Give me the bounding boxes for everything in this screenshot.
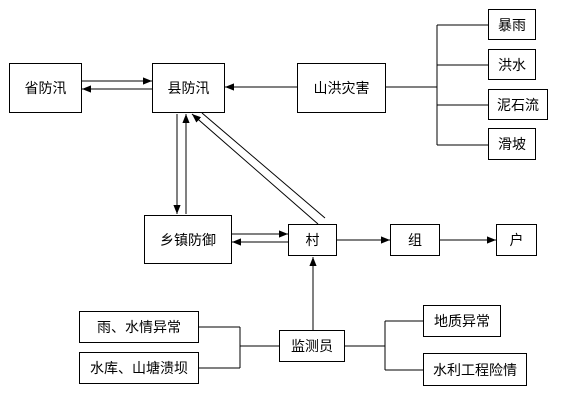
node-water-works: 水利工程险情 xyxy=(423,353,527,386)
node-flood: 洪水 xyxy=(488,49,536,80)
node-village: 村 xyxy=(288,224,337,256)
node-rainstorm: 暴雨 xyxy=(488,9,536,40)
node-rain-water: 雨、水情异常 xyxy=(79,311,199,343)
node-mountain-flood: 山洪灾害 xyxy=(297,63,386,113)
node-monitor: 监测员 xyxy=(279,330,345,362)
node-province: 省防汛 xyxy=(9,63,82,113)
node-household: 户 xyxy=(496,224,537,256)
node-geology: 地质异常 xyxy=(423,305,501,337)
node-landslide: 滑坡 xyxy=(488,128,536,160)
node-county: 县防汛 xyxy=(152,63,225,113)
arrow-village-to-county-b xyxy=(201,112,326,219)
node-township: 乡镇防御 xyxy=(144,215,232,264)
arrow-village-to-county-a xyxy=(191,113,319,225)
node-mudslide: 泥石流 xyxy=(488,89,548,120)
node-reservoir: 水库、山塘溃坝 xyxy=(79,352,199,384)
node-group: 组 xyxy=(390,224,440,256)
